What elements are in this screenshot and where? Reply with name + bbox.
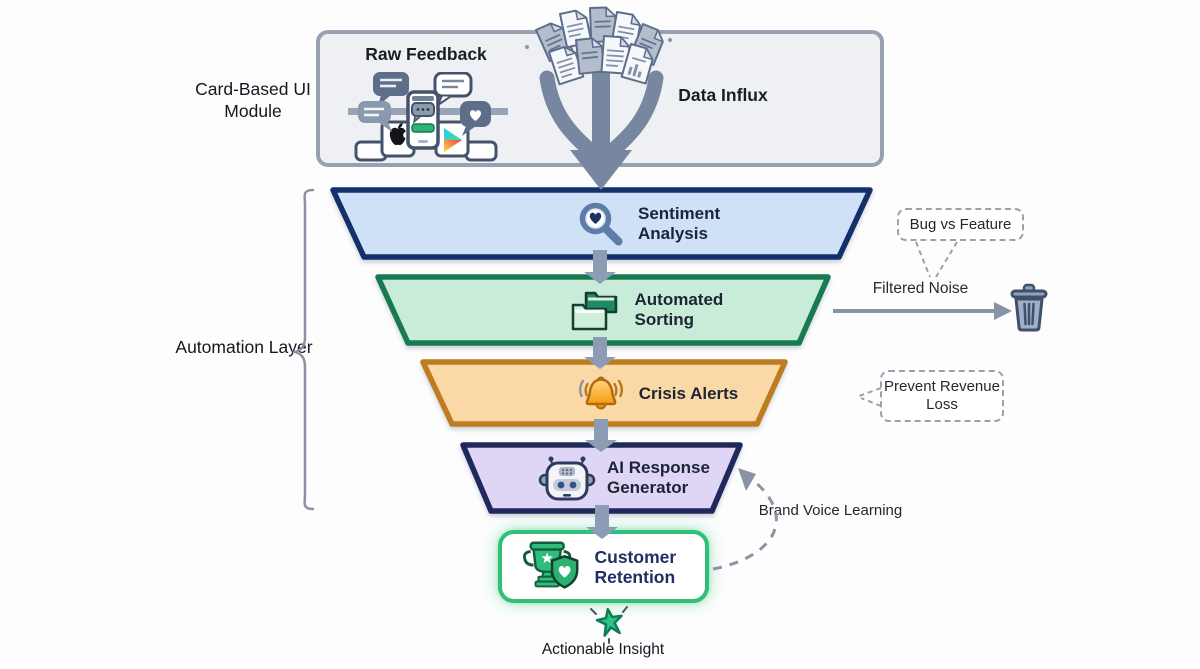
star-icon bbox=[590, 606, 628, 644]
actionable-insight-label: Actionable Insight bbox=[541, 641, 665, 658]
prevent-bubble-tail bbox=[858, 387, 882, 407]
card-based-ui-module-label: Card-Based UI Module bbox=[195, 79, 311, 121]
bug-vs-feature-label: Bug vs Feature bbox=[909, 215, 1012, 233]
google-play-icon bbox=[444, 128, 462, 152]
trophy-shield-icon bbox=[522, 541, 578, 589]
stage-ai-response-generator: AI Response Generator bbox=[460, 442, 743, 514]
stage-label: AI Response Generator bbox=[607, 458, 710, 497]
stage-sentiment-analysis: Sentiment Analysis bbox=[330, 187, 873, 260]
speech-bubble-icon bbox=[433, 72, 473, 108]
speech-bubble-icon bbox=[373, 72, 409, 106]
stage-label: Crisis Alerts bbox=[638, 383, 739, 403]
stage-label: Automated Sorting bbox=[634, 290, 724, 329]
data-influx-label: Data Influx bbox=[678, 85, 768, 105]
speech-bubble-icon bbox=[358, 101, 392, 132]
bug-vs-feature-bubble: Bug vs Feature bbox=[897, 208, 1024, 241]
app-feedback-phones-icon bbox=[348, 72, 508, 162]
stage-label: Sentiment Analysis bbox=[638, 203, 721, 243]
automation-layer-label: Automation Layer bbox=[175, 337, 313, 357]
prevent-revenue-loss-bubble: Prevent Revenue Loss bbox=[880, 370, 1004, 422]
folders-icon bbox=[571, 291, 617, 331]
phone-icon bbox=[406, 90, 440, 150]
robot-icon bbox=[538, 456, 596, 501]
bug-bubble-tail bbox=[915, 241, 958, 278]
prevent-revenue-loss-label: Prevent Revenue Loss bbox=[884, 378, 1000, 413]
stage-crisis-alerts: Crisis Alerts bbox=[420, 359, 788, 427]
stage-automated-sorting: Automated Sorting bbox=[375, 274, 831, 346]
stage-label: Customer Retention bbox=[594, 546, 677, 587]
funnel-trapezoid bbox=[460, 442, 743, 514]
filtered-noise-label: Filtered Noise bbox=[872, 280, 969, 297]
brand-voice-learning-label: Brand Voice Learning bbox=[758, 502, 903, 519]
bell-icon bbox=[578, 376, 623, 409]
filtered-noise-arrow bbox=[833, 302, 1012, 320]
heart-bubble-icon bbox=[460, 101, 491, 136]
raw-feedback-title: Raw Feedback bbox=[365, 44, 487, 64]
trash-icon bbox=[1010, 283, 1048, 332]
stage-customer-retention: Customer Retention bbox=[498, 530, 709, 603]
magnifier-heart-icon bbox=[579, 202, 623, 245]
